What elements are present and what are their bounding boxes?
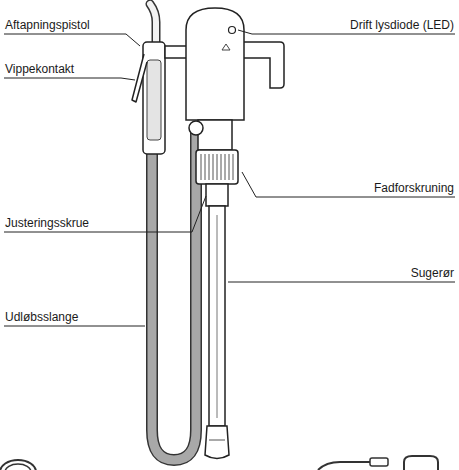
nozzle-outline xyxy=(150,4,156,44)
ridge-stroke xyxy=(221,154,222,180)
ridge-stroke xyxy=(229,154,230,180)
part-label: Fadforskruning xyxy=(373,181,455,195)
adjusting-screw xyxy=(206,184,228,206)
ridge-stroke xyxy=(201,154,202,180)
leader-line xyxy=(4,34,140,46)
ridge-stroke xyxy=(217,154,218,180)
part-label: Aftapningspistol xyxy=(4,18,91,32)
suction-foot xyxy=(205,426,229,459)
ridge-stroke xyxy=(205,154,206,180)
power-cable xyxy=(318,462,370,470)
leader-line xyxy=(228,282,455,283)
discharge-hose xyxy=(152,128,196,460)
gun-holder xyxy=(165,46,187,58)
nut-ridges xyxy=(201,154,233,180)
part-label: Sugerør xyxy=(410,266,455,280)
suction-tube xyxy=(209,206,225,426)
part-label: Vippekontakt xyxy=(4,62,75,76)
switch-symbol xyxy=(222,44,230,50)
dispensing-gun xyxy=(143,42,165,154)
leader-line xyxy=(4,326,145,327)
cable-coil-inner xyxy=(5,464,31,470)
leader-line xyxy=(242,172,455,197)
motor-neck xyxy=(198,120,232,150)
hose-outline xyxy=(152,128,196,460)
hose-connector xyxy=(189,121,203,135)
carry-handle xyxy=(238,42,284,88)
gun-grip xyxy=(147,60,161,140)
nozzle xyxy=(150,4,156,44)
ridge-stroke xyxy=(233,154,234,180)
tube-inner xyxy=(217,215,218,418)
ridge-stroke xyxy=(209,154,210,180)
trigger-lever xyxy=(132,54,147,102)
part-label: Udløbsslange xyxy=(4,310,79,324)
foot-slot xyxy=(209,440,225,441)
pump-head xyxy=(186,8,244,120)
ridge-stroke xyxy=(213,154,214,180)
drum-nut xyxy=(196,150,238,184)
leader-line xyxy=(4,196,206,232)
cable-coil xyxy=(0,460,36,470)
ridge-stroke xyxy=(225,154,226,180)
led xyxy=(229,27,236,34)
cable-plug xyxy=(370,458,388,466)
holder-clip xyxy=(404,456,438,470)
part-label: Drift lysdiode (LED) xyxy=(349,18,455,32)
part-label: Justeringsskrue xyxy=(4,216,90,230)
leader-line xyxy=(4,78,135,80)
